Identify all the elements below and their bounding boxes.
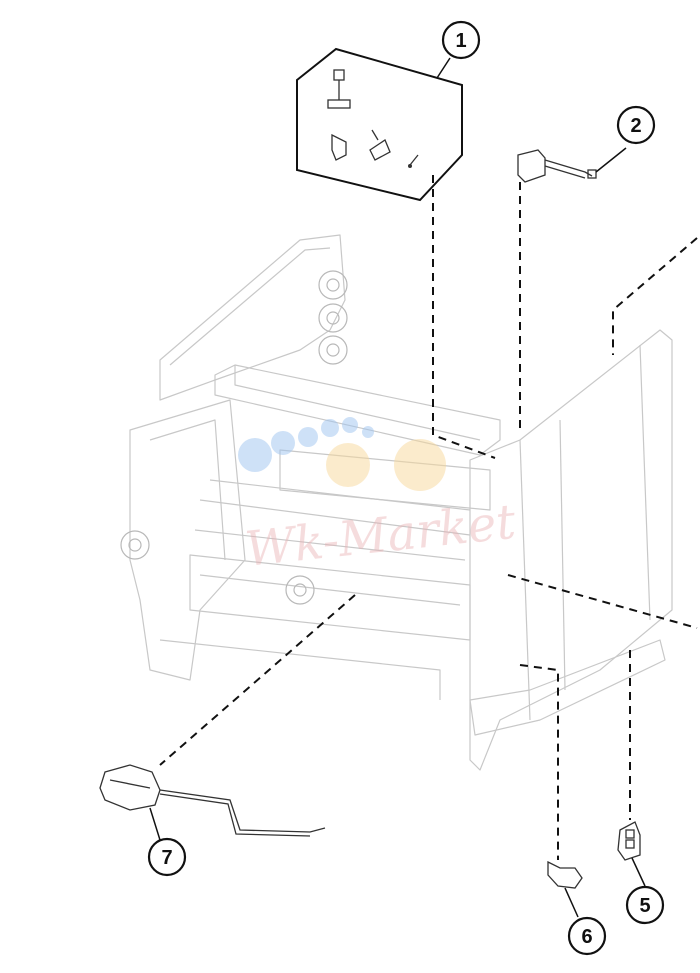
callout-1: 1 bbox=[436, 20, 481, 79]
part-5-connector bbox=[617, 821, 646, 887]
callout-7-label: 7 bbox=[161, 847, 172, 869]
part-6-bracket bbox=[547, 860, 583, 918]
callout-6-label: 6 bbox=[581, 926, 592, 948]
leader-line-offpage-top bbox=[612, 237, 698, 355]
leader-line-1 bbox=[432, 175, 496, 459]
part-2-sensor-cable bbox=[517, 147, 627, 183]
leader-line-7 bbox=[159, 594, 356, 766]
callout-2: 2 bbox=[616, 105, 656, 145]
watermark-text: Wk-Market bbox=[243, 494, 519, 578]
part-1-kit-frame bbox=[296, 47, 463, 202]
callout-7: 7 bbox=[147, 837, 187, 877]
callout-6: 6 bbox=[567, 916, 607, 956]
callout-2-label: 2 bbox=[630, 115, 641, 137]
leader-lines bbox=[159, 175, 698, 860]
watermark-logo: Wk-Market bbox=[238, 417, 519, 578]
callout-5: 5 bbox=[625, 885, 665, 925]
drive-gears bbox=[120, 270, 348, 605]
callout-1-label: 1 bbox=[455, 30, 466, 52]
printer-frame-assembly bbox=[129, 234, 673, 771]
part-1-sensor-kit bbox=[296, 47, 463, 202]
leader-line-offpage-right bbox=[507, 574, 698, 629]
part-7-actuator-assembly bbox=[99, 764, 326, 841]
callout-5-label: 5 bbox=[639, 895, 650, 917]
